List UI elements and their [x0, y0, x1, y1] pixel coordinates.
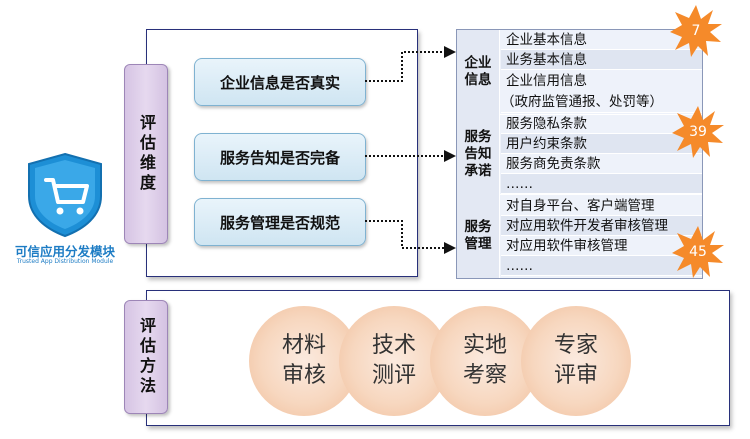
list-item: 企业基本信息 [501, 30, 702, 50]
dimensions-tab: 评估维度 [124, 64, 168, 244]
list-item: 服务商免责条款 [501, 154, 702, 174]
connector-3 [365, 220, 456, 254]
criterion-service-management: 服务管理是否规范 [194, 198, 366, 246]
criterion-service-notice: 服务告知是否完备 [194, 133, 366, 181]
group-header: 服务告知承诺 [457, 114, 500, 194]
group-service-management: 服务管理 对自身平台、客户端管理 对应用软件开发者审核管理 对应用软件审核管理 … [457, 194, 702, 278]
count-badge: 45 [671, 225, 725, 279]
list-item: 对应用软件开发者审核管理 [501, 216, 702, 236]
list-item: …… [501, 174, 702, 194]
criterion-enterprise-info: 企业信息是否真实 [194, 58, 366, 106]
logo-subtitle: Trusted App Distribution Module [16, 258, 114, 265]
list-item: 对应用软件审核管理 [501, 236, 702, 256]
count-badge-label: 7 [691, 23, 701, 39]
list-item: 企业信用信息 [506, 73, 587, 89]
count-badge: 39 [671, 105, 725, 159]
list-item: （政府监管通报、处罚等） [501, 91, 702, 113]
group-enterprise-info: 企业信息 企业基本信息 业务基本信息 企业信用信息 （政府监管通报、处罚等） [457, 30, 702, 115]
group-service-notice: 服务告知承诺 服务隐私条款 用户约束条款 服务商免责条款 …… [457, 114, 702, 195]
list-item: 业务基本信息 [501, 50, 702, 70]
list-item: 用户约束条款 [501, 134, 702, 154]
count-badge-label: 45 [689, 244, 707, 260]
list-item: …… [501, 256, 702, 276]
logo: 可信应用分发模块 Trusted App Distribution Module [6, 150, 124, 265]
shield-cart-icon [28, 152, 102, 238]
method-circle: 专家评审 [521, 306, 631, 416]
count-badge: 7 [669, 4, 723, 58]
group-header: 企业信息 [457, 30, 500, 114]
methods-tab: 评估方法 [124, 300, 168, 414]
group-header: 服务管理 [457, 194, 500, 278]
list-item: 对自身平台、客户端管理 [501, 196, 702, 216]
connector-lines [365, 46, 456, 254]
detail-table: 企业信息 企业基本信息 业务基本信息 企业信用信息 （政府监管通报、处罚等） 服… [456, 29, 703, 279]
methods-label: 评估方法 [137, 317, 156, 397]
dimensions-label: 评估维度 [137, 114, 156, 194]
connector-1 [365, 46, 456, 82]
list-item: 服务隐私条款 [501, 114, 702, 134]
count-badge-label: 39 [689, 124, 707, 140]
logo-title: 可信应用分发模块 [14, 244, 115, 259]
